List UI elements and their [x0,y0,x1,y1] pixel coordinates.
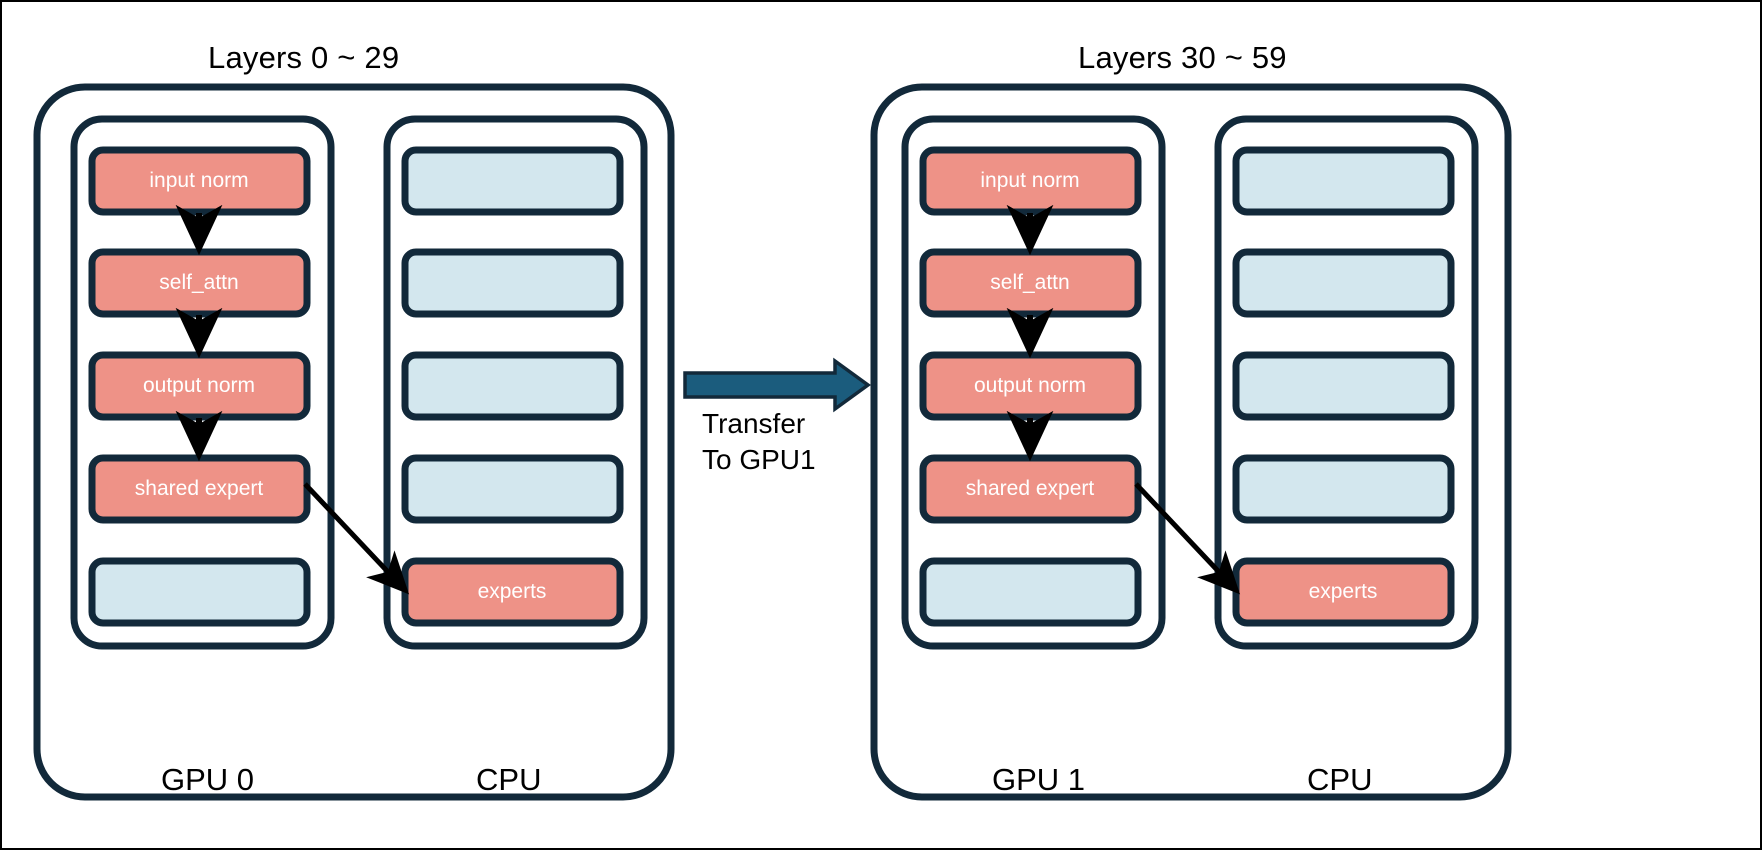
column-caption-gpu1: GPU 1 [992,762,1086,797]
group-left-shapes [33,83,675,801]
node-box-cpu0-4[interactable] [401,557,624,627]
transfer-arrow-label: Transfer To GPU1 [702,408,816,475]
node-box-cpu1-3[interactable] [1232,454,1455,524]
column-caption-cpu0: CPU [476,762,542,797]
node-box-cpu0-1[interactable] [401,248,624,318]
node-box-cpu0-0[interactable] [401,146,624,216]
node-box-gpu1-2[interactable] [919,351,1142,421]
node-box-gpu1-1[interactable] [919,248,1142,318]
node-box-gpu0-2[interactable] [88,351,311,421]
column-caption-gpu0: GPU 0 [161,762,255,797]
node-box-gpu0-0[interactable] [88,146,311,216]
node-box-cpu1-1[interactable] [1232,248,1455,318]
node-box-cpu0-2[interactable] [401,351,624,421]
node-box-gpu0-4[interactable] [88,557,311,627]
transfer-arrow [683,357,871,413]
group-title-right: Layers 30 ~ 59 [1078,40,1287,75]
node-box-gpu1-0[interactable] [919,146,1142,216]
node-box-cpu1-4[interactable] [1232,557,1455,627]
offload-arrow-right [1134,482,1241,595]
offload-arrow-left [303,482,410,595]
node-box-gpu1-3[interactable] [919,454,1142,524]
node-box-gpu0-3[interactable] [88,454,311,524]
group-right-shapes [870,83,1512,801]
node-box-cpu0-3[interactable] [401,454,624,524]
node-box-cpu1-0[interactable] [1232,146,1455,216]
node-box-cpu1-2[interactable] [1232,351,1455,421]
column-caption-cpu1: CPU [1307,762,1373,797]
node-box-gpu1-4[interactable] [919,557,1142,627]
group-title-left: Layers 0 ~ 29 [208,40,400,75]
node-box-gpu0-1[interactable] [88,248,311,318]
